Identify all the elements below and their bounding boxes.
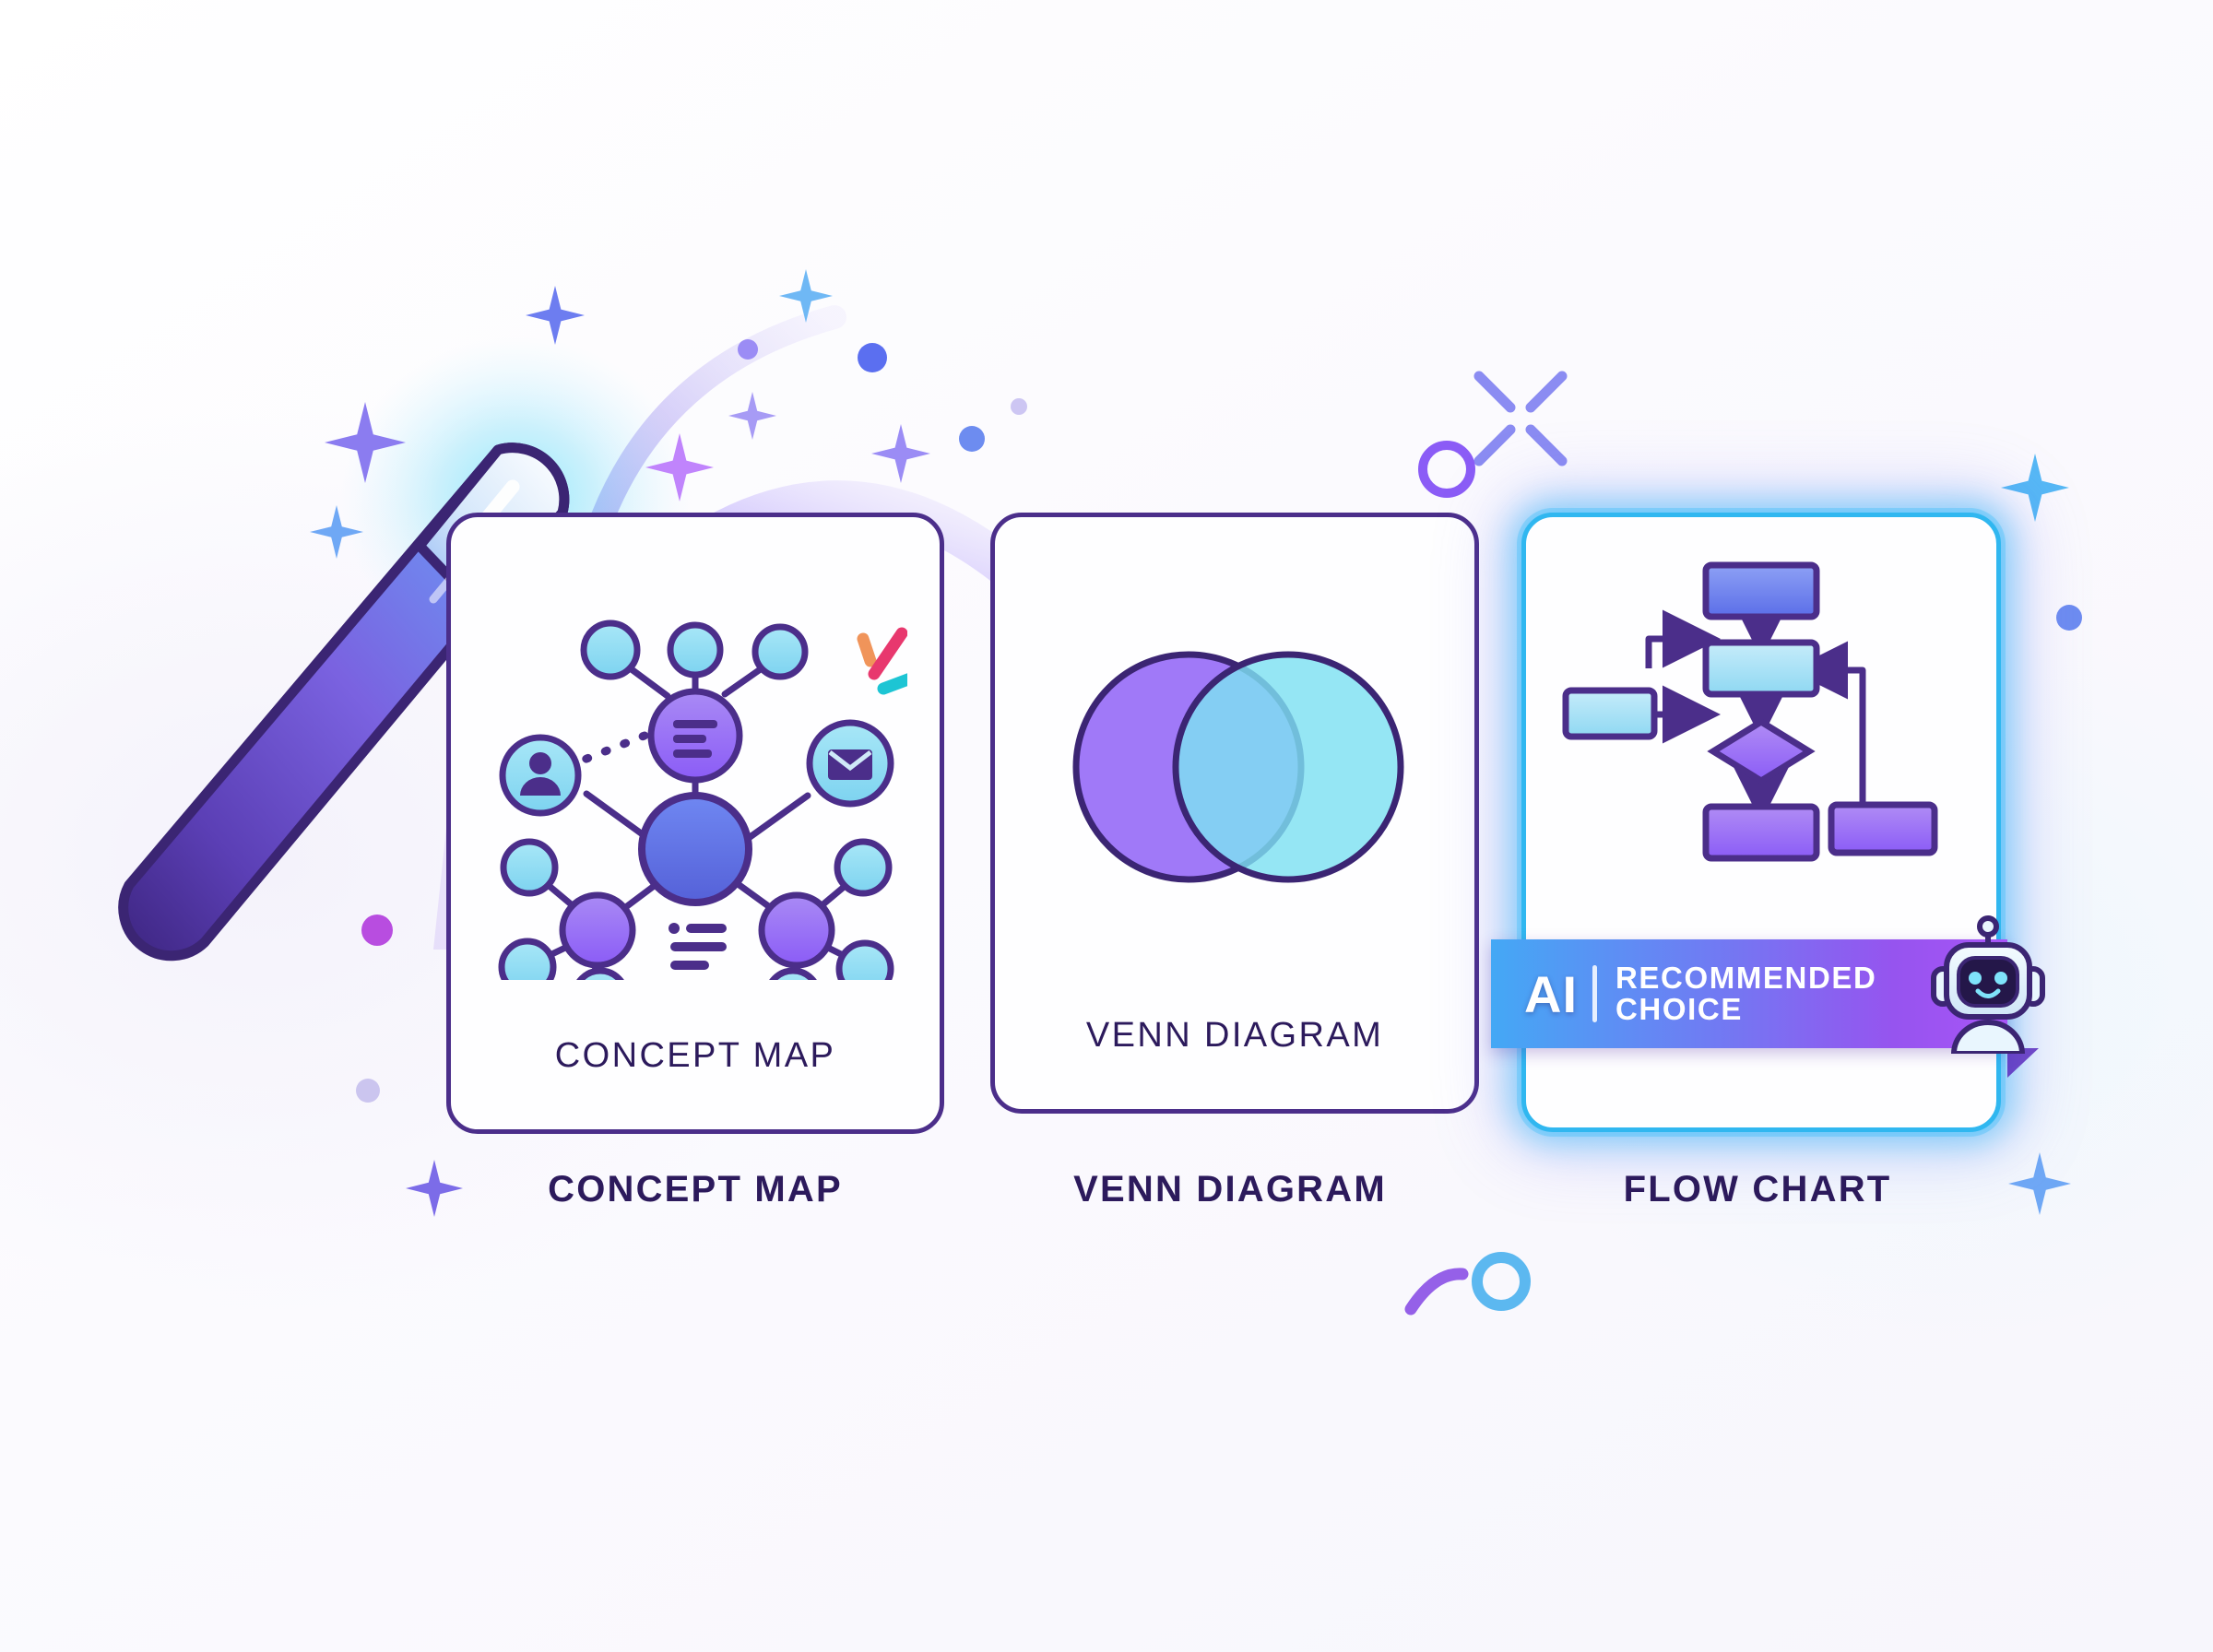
input-node — [1562, 687, 1658, 740]
sparkle-icon — [2008, 1152, 2071, 1215]
sparkle-icon — [871, 424, 930, 483]
dot-decoration — [2056, 605, 2082, 631]
sparkle-icon — [406, 1160, 463, 1217]
robot-mascot-icon — [1931, 915, 2045, 1054]
arc-stroke — [1404, 1268, 1469, 1316]
dot-decoration — [1011, 398, 1027, 415]
bottom-label-flow-chart: FLOW CHART — [1623, 1169, 1892, 1210]
card-venn-diagram[interactable]: VENN DIAGRAM — [990, 513, 1479, 1114]
concept-map-network-icon — [498, 620, 907, 980]
sparkle-icon — [325, 402, 406, 483]
dot-decoration — [858, 343, 887, 372]
burst-sparkle-icon — [1473, 371, 1568, 466]
badge-line-1: RECOMMENDED — [1615, 961, 1877, 996]
sparkle-icon — [728, 392, 776, 440]
sparkle-icon — [2001, 454, 2069, 522]
card-inner-caption: VENN DIAGRAM — [1085, 1016, 1384, 1055]
dot-decoration — [738, 339, 758, 360]
output-node — [1702, 803, 1820, 862]
flow-chart-thumbnail — [1526, 517, 1996, 1074]
ring-decoration — [1472, 1252, 1531, 1311]
bottom-label-venn-diagram: VENN DIAGRAM — [1073, 1169, 1387, 1210]
process-node — [1702, 639, 1820, 698]
confetti-decoration — [857, 627, 907, 694]
sparkle-icon — [645, 433, 714, 502]
dot-decoration — [356, 1079, 380, 1103]
bottom-label-concept-map: CONCEPT MAP — [548, 1169, 843, 1210]
badge-line-2: CHOICE — [1615, 992, 1743, 1026]
text-lines-small-icon — [669, 922, 727, 970]
badge-divider — [1592, 965, 1597, 1022]
ring-decoration — [1418, 441, 1475, 498]
person-icon — [520, 751, 561, 796]
card-inner-caption: CONCEPT MAP — [554, 1036, 836, 1075]
loop-node — [1828, 801, 1938, 856]
decision-node — [1707, 717, 1816, 785]
sparkle-icon — [526, 286, 585, 345]
start-node — [1702, 561, 1820, 620]
venn-thumbnail — [995, 517, 1474, 1016]
text-lines-icon — [673, 719, 717, 758]
badge-text: RECOMMENDED CHOICE — [1615, 962, 1876, 1024]
ai-recommended-badge[interactable]: AI RECOMMENDED CHOICE — [1491, 939, 2007, 1048]
venn-two-circles-icon — [1072, 651, 1404, 882]
ai-label: AI — [1524, 964, 1578, 1023]
dot-decoration — [959, 426, 985, 452]
card-flow-chart[interactable]: AI RECOMMENDED CHOICE — [1491, 513, 2045, 1132]
envelope-icon — [828, 749, 872, 780]
sparkle-icon — [779, 269, 833, 323]
card-concept-map[interactable]: CONCEPT MAP — [446, 513, 944, 1134]
dot-decoration — [361, 914, 393, 946]
flow-chart-icon — [1562, 561, 1938, 862]
sparkle-icon — [310, 505, 363, 559]
concept-map-thumbnail — [451, 517, 940, 1036]
